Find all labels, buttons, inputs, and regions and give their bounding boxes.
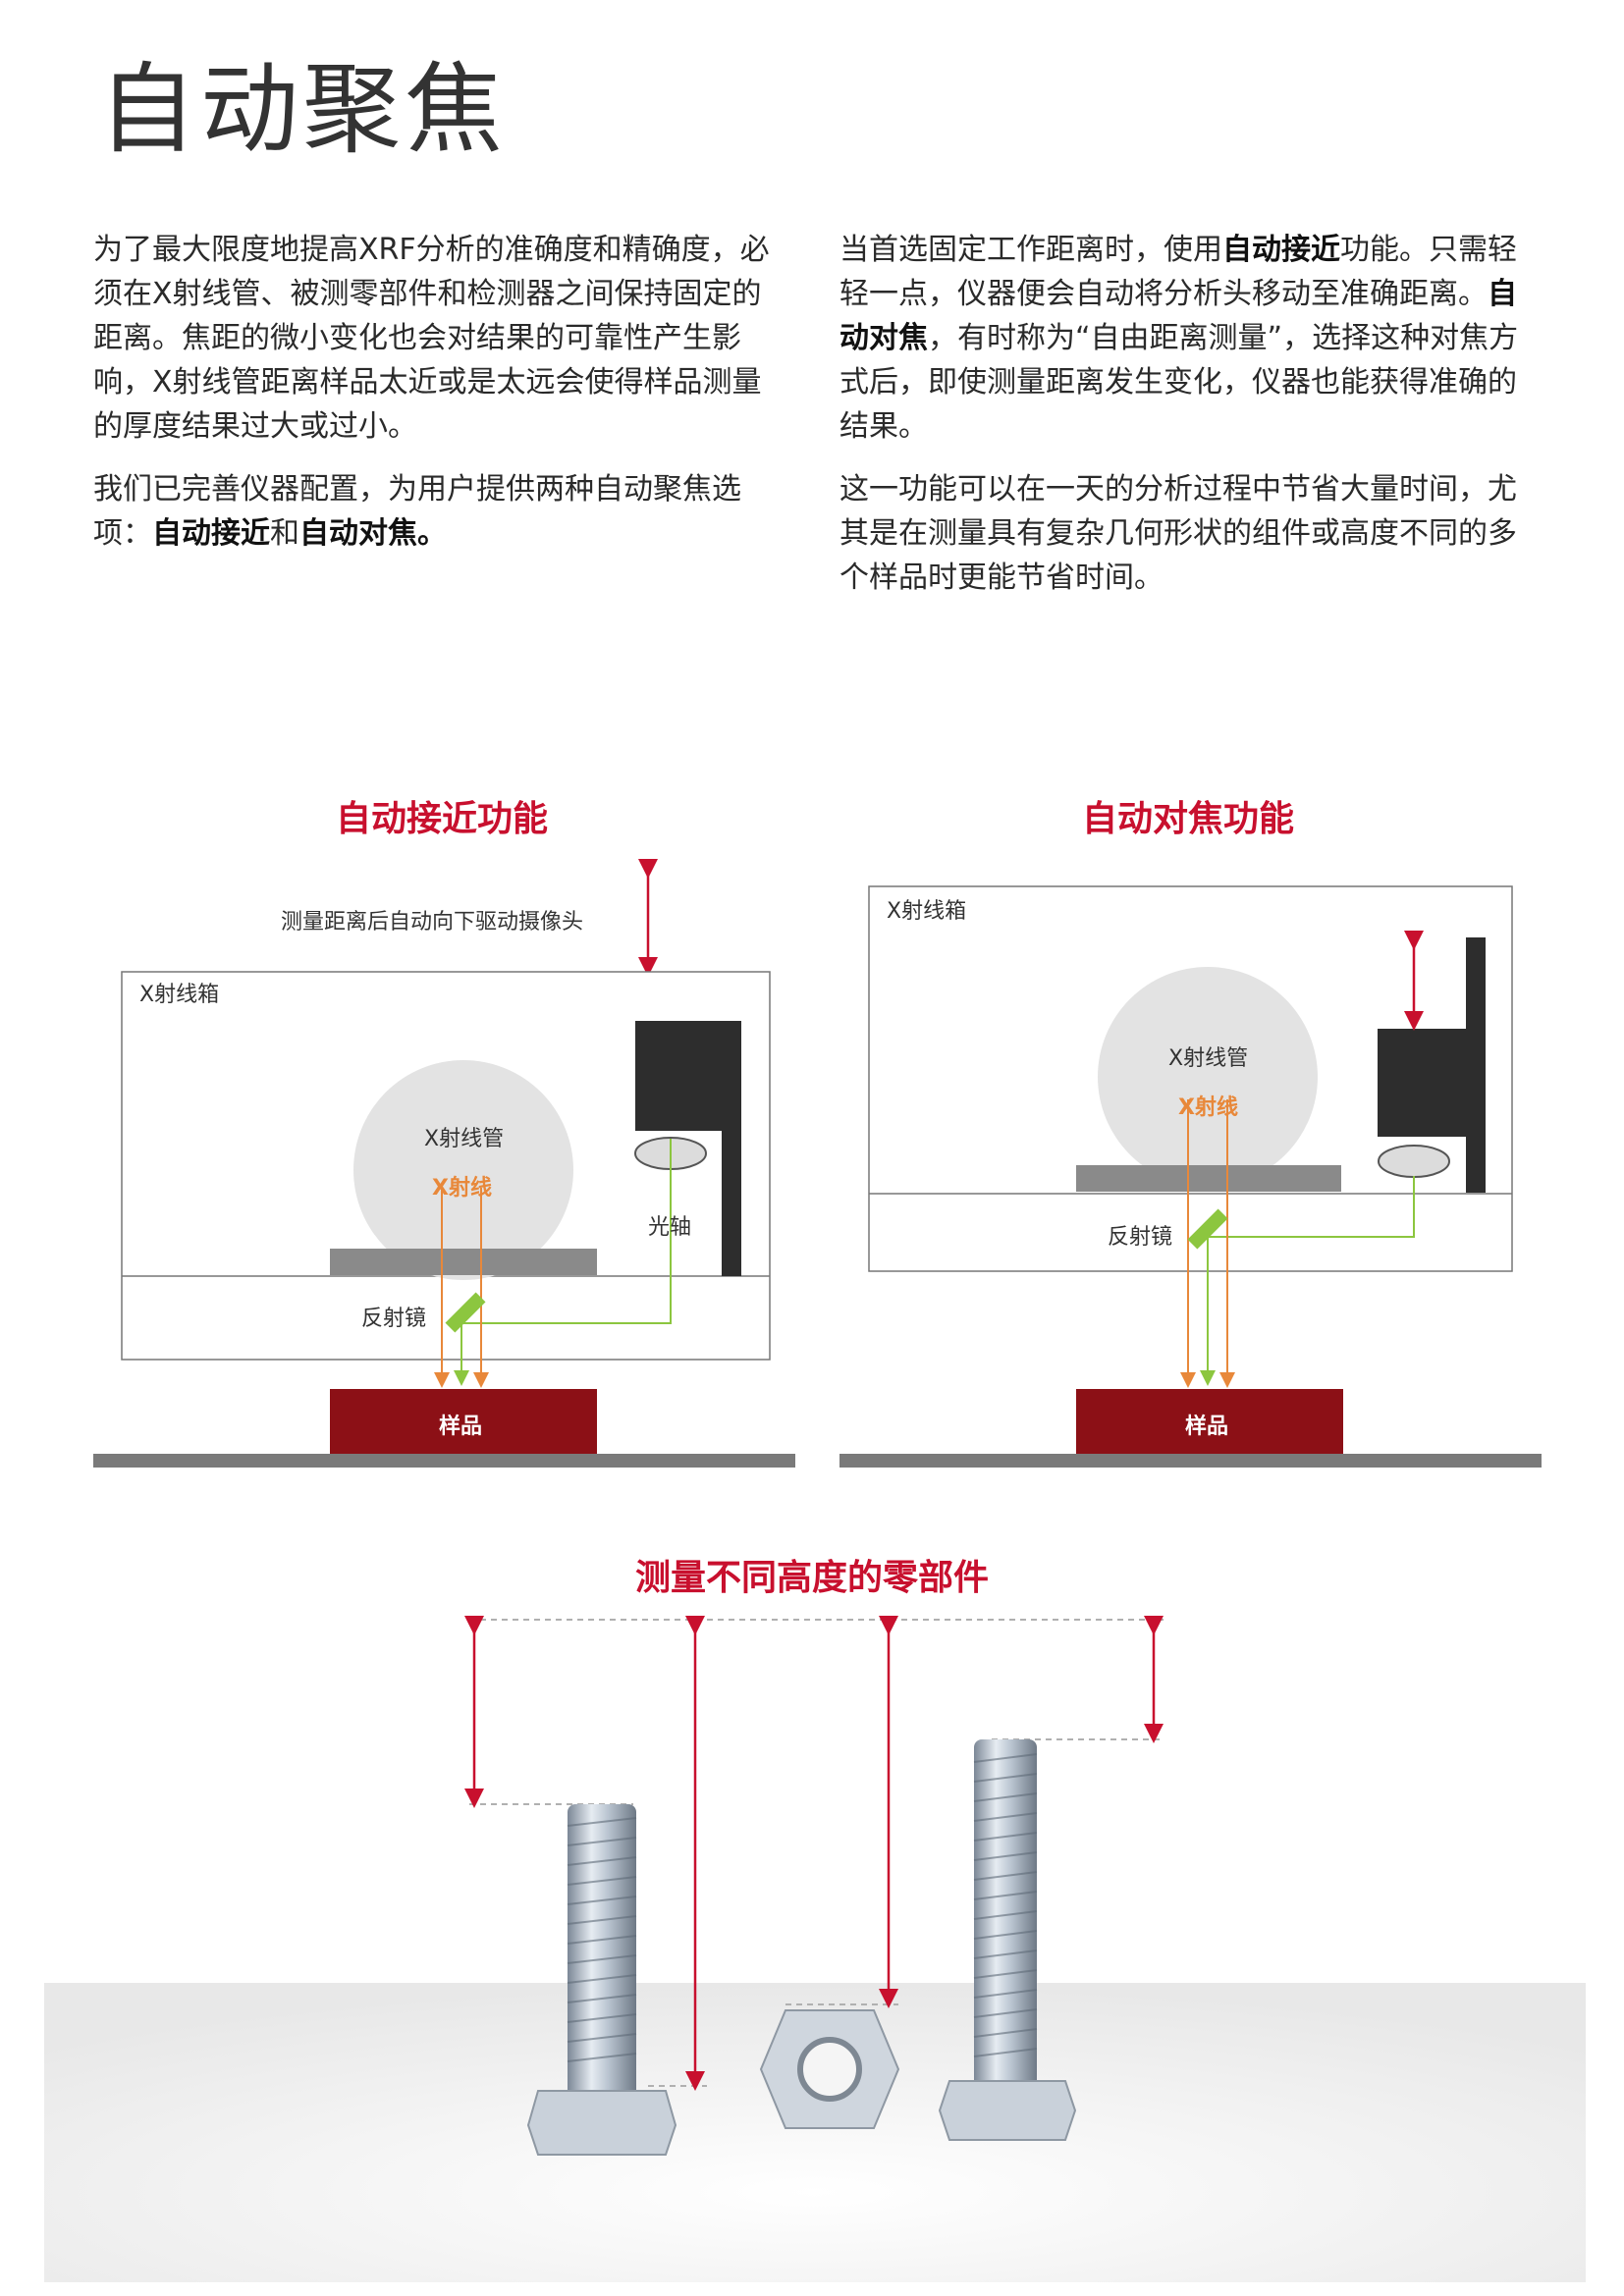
right-bolt <box>938 1739 1077 2141</box>
right-p1-b: 功能。只需轻轻一点，仪器便会自动将分析头移动至准确距离。 <box>839 233 1517 311</box>
optical-axis-line-right <box>1200 1176 1415 1386</box>
right-p1-c: ，有时称为“自由距离测量”，选择这种对焦方式后，即使测量距离发生变化，仪器也能获… <box>839 321 1519 444</box>
left-mirror-label: 反射镜 <box>361 1307 427 1331</box>
right-mirror-label: 反射镜 <box>1108 1225 1173 1250</box>
auto-focus-title: 自动对焦功能 <box>1081 799 1294 839</box>
lens-ellipse-right <box>1378 1145 1450 1178</box>
left-box-label: X射线箱 <box>139 983 220 1007</box>
height-arrows <box>464 1616 1164 2091</box>
left-bolt <box>526 1804 677 2156</box>
camera-arm <box>722 1021 741 1276</box>
right-box-label: X射线箱 <box>887 899 967 924</box>
hex-nut <box>759 2009 900 2129</box>
right-p1-a: 当首选固定工作距离时，使用 <box>839 233 1222 267</box>
right-xray-label: X射线 <box>1178 1095 1238 1120</box>
auto-focus-diagram <box>839 885 1542 1468</box>
mirror-shape-right <box>1187 1208 1228 1250</box>
left-xray-label: X射线 <box>432 1176 492 1201</box>
auto-approach-bold: 自动接近 <box>152 516 270 551</box>
camera-arm-right <box>1466 937 1486 1193</box>
auto-approach-diagram <box>93 859 795 1468</box>
left-column: 为了最大限度地提高XRF分析的准确度和精确度，必须在X射线管、被测零部件和检测器… <box>93 228 785 574</box>
bolts-photo <box>44 1616 1586 2282</box>
right-paragraph-1: 当首选固定工作距离时，使用自动接近功能。只需轻轻一点，仪器便会自动将分析头移动至… <box>839 228 1532 449</box>
stage-bar <box>330 1249 597 1275</box>
right-column: 当首选固定工作距离时，使用自动接近功能。只需轻轻一点，仪器便会自动将分析头移动至… <box>839 228 1532 618</box>
stage-bar-right <box>1076 1165 1341 1192</box>
drive-note-label: 测量距离后自动向下驱动摄像头 <box>281 910 584 934</box>
left-tube-label: X射线管 <box>424 1127 505 1151</box>
sample-block <box>330 1389 597 1454</box>
optical-axis-label: 光轴 <box>648 1215 692 1240</box>
auto-approach-title: 自动接近功能 <box>335 799 548 839</box>
right-paragraph-2: 这一功能可以在一天的分析过程中节省大量时间，尤其是在测量具有复杂几何形状的组件或… <box>839 472 1517 595</box>
left-paragraph-2-text: 我们已完善仪器配置，为用户提供两种自动聚焦选项： <box>93 472 741 551</box>
right-tube-label: X射线管 <box>1168 1046 1249 1071</box>
left-sample-label: 样品 <box>439 1415 483 1439</box>
base-bar <box>93 1454 795 1468</box>
left-paragraph-2: 我们已完善仪器配置，为用户提供两种自动聚焦选项：自动接近和自动对焦。 <box>93 467 785 556</box>
right-auto-focus-bold: 自动对焦 <box>839 277 1517 355</box>
parts-height-title: 测量不同高度的零部件 <box>634 1558 989 1598</box>
sample-block-right <box>1076 1389 1343 1454</box>
optical-axis-line <box>454 1139 672 1386</box>
auto-focus-bold: 自动对焦。 <box>299 516 447 551</box>
left-paragraph-1: 为了最大限度地提高XRF分析的准确度和精确度，必须在X射线管、被测零部件和检测器… <box>93 233 770 444</box>
and-text: 和 <box>270 516 299 551</box>
base-bar-right <box>839 1454 1542 1468</box>
xray-tube-circle <box>353 1060 573 1280</box>
xray-tube-circle-right <box>1098 967 1318 1187</box>
mirror-shape <box>445 1292 486 1333</box>
page-title: 自动聚焦 <box>98 52 507 167</box>
right-sample-label: 样品 <box>1185 1415 1229 1439</box>
right-auto-approach-bold: 自动接近 <box>1222 233 1340 267</box>
